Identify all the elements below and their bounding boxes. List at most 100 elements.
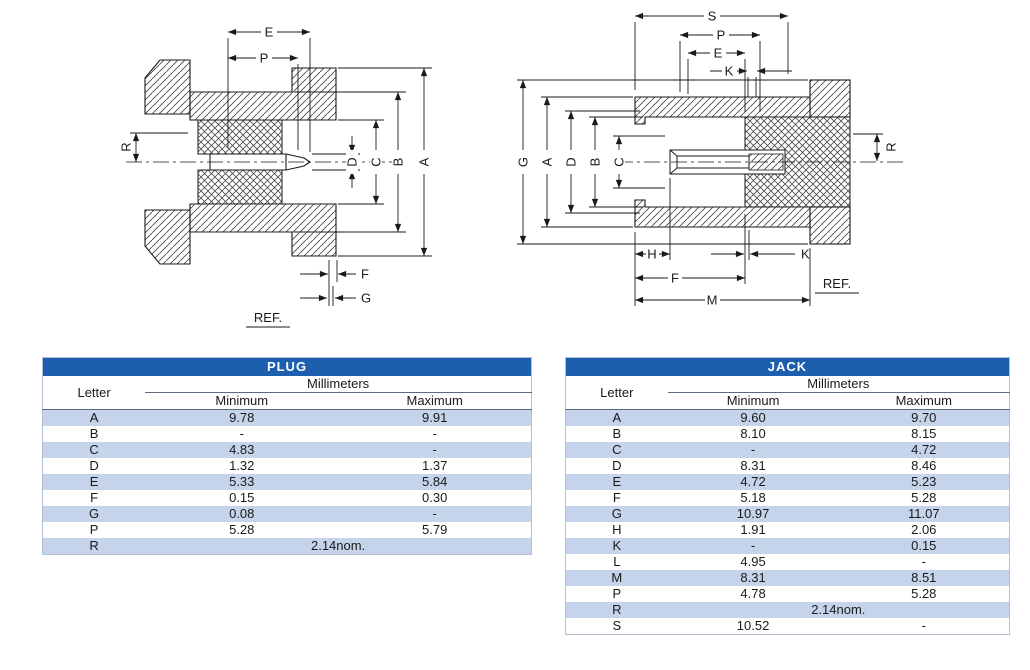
min-cell: 4.95 bbox=[740, 554, 766, 569]
dim-label-f: F bbox=[671, 271, 679, 286]
dim-label-a: A bbox=[540, 157, 555, 166]
letter-cell: D bbox=[612, 458, 622, 473]
minimum-column-header: Minimum bbox=[667, 392, 839, 410]
max-cell: 9.91 bbox=[422, 410, 448, 425]
dim-label-p: P bbox=[717, 28, 726, 43]
plug-insulator bbox=[197, 119, 283, 205]
min-cell: 5.33 bbox=[229, 474, 255, 489]
min-cell: 8.31 bbox=[740, 570, 766, 585]
max-cell: 0.15 bbox=[911, 538, 937, 553]
table-row: D 8.31 8.46 bbox=[565, 458, 1010, 474]
min-cell: 5.28 bbox=[229, 522, 255, 537]
ref-label: REF. bbox=[823, 276, 851, 291]
jack-table-title: JACK bbox=[565, 357, 1010, 376]
max-cell: 5.79 bbox=[422, 522, 448, 537]
max-cell: 8.15 bbox=[911, 426, 937, 441]
table-row: C-4.72 bbox=[565, 442, 1010, 458]
letter-cell: G bbox=[611, 506, 622, 521]
dim-label-c: C bbox=[612, 157, 627, 166]
nominal-value-cell: 2.14nom. bbox=[310, 538, 366, 553]
letter-cell: C bbox=[89, 442, 99, 457]
letter-cell: R bbox=[612, 602, 622, 617]
max-cell: 11.07 bbox=[907, 506, 940, 521]
letter-cell: P bbox=[612, 586, 622, 601]
plug-center-pin bbox=[209, 153, 311, 171]
max-cell: 8.46 bbox=[911, 458, 937, 473]
jack-body bbox=[634, 79, 851, 245]
jack-dimension-labels: S P E K G A D B C R H K F M REF. bbox=[516, 8, 899, 308]
dim-label-g: G bbox=[361, 291, 371, 306]
max-cell: 4.72 bbox=[911, 442, 937, 457]
dim-label-c: C bbox=[369, 157, 384, 166]
letter-column-header: Letter bbox=[42, 376, 146, 410]
dim-label-k-top: K bbox=[725, 64, 734, 79]
plug-body bbox=[144, 59, 337, 265]
letter-cell: A bbox=[89, 410, 99, 425]
plug-dimension-labels: E P R D C B A F G REF. bbox=[119, 24, 432, 325]
table-row: M 8.31 8.51 bbox=[565, 570, 1010, 586]
table-row: B-- bbox=[42, 426, 532, 442]
min-cell: 4.83 bbox=[229, 442, 255, 457]
letter-cell: L bbox=[613, 554, 621, 569]
dim-label-a: A bbox=[417, 157, 432, 166]
max-cell: 5.28 bbox=[911, 490, 937, 505]
min-cell: 1.32 bbox=[229, 458, 255, 473]
min-cell: - bbox=[750, 538, 756, 553]
min-cell: 10.52 bbox=[736, 618, 770, 633]
letter-cell: K bbox=[612, 538, 622, 553]
letter-cell: E bbox=[612, 474, 622, 489]
letter-cell: S bbox=[612, 618, 622, 633]
min-cell: 0.15 bbox=[229, 490, 255, 505]
letter-cell: B bbox=[89, 426, 99, 441]
max-cell: 5.23 bbox=[911, 474, 937, 489]
jack-cross-section-drawing: S P E K G A D B C R H K F M REF. bbox=[516, 8, 907, 308]
max-cell: 8.51 bbox=[911, 570, 937, 585]
min-cell: 8.31 bbox=[740, 458, 766, 473]
letter-cell: G bbox=[89, 506, 100, 521]
min-cell: 9.60 bbox=[740, 410, 766, 425]
min-cell: 5.18 bbox=[740, 490, 766, 505]
minimum-column-header: Minimum bbox=[145, 392, 339, 410]
letter-cell: H bbox=[612, 522, 622, 537]
table-row: L 4.95 - bbox=[565, 554, 1010, 570]
plug-dimensions-table: PLUG Letter Millimeters Minimum Maximum … bbox=[42, 357, 532, 555]
min-cell: - bbox=[750, 442, 756, 457]
dim-label-b: B bbox=[588, 158, 603, 167]
dim-label-d: D bbox=[345, 157, 360, 166]
dim-label-e: E bbox=[265, 25, 274, 40]
table-row: K - 0.15 bbox=[565, 538, 1010, 554]
dim-label-s: S bbox=[708, 9, 717, 24]
letter-cell: B bbox=[612, 426, 622, 441]
table-row: B 8.10 8.15 bbox=[565, 426, 1010, 442]
min-cell: 1.91 bbox=[740, 522, 766, 537]
min-cell: 0.08 bbox=[229, 506, 255, 521]
millimeters-header: Millimeters bbox=[145, 376, 532, 393]
min-cell: 4.72 bbox=[740, 474, 766, 489]
dim-label-p: P bbox=[260, 51, 269, 66]
min-cell: 8.10 bbox=[740, 426, 766, 441]
table-row: P 5.28 5.79 bbox=[42, 522, 532, 538]
letter-cell: M bbox=[611, 570, 623, 585]
jack-dimensions-table: JACK Letter Millimeters Minimum Maximum … bbox=[565, 357, 1010, 635]
max-cell: 5.28 bbox=[911, 586, 937, 601]
maximum-column-header: Maximum bbox=[338, 392, 532, 410]
plug-table-title: PLUG bbox=[42, 357, 532, 376]
max-cell: 0.30 bbox=[422, 490, 448, 505]
letter-cell: P bbox=[89, 522, 99, 537]
table-row: E 4.72 5.23 bbox=[565, 474, 1010, 490]
max-cell: - bbox=[921, 554, 926, 569]
